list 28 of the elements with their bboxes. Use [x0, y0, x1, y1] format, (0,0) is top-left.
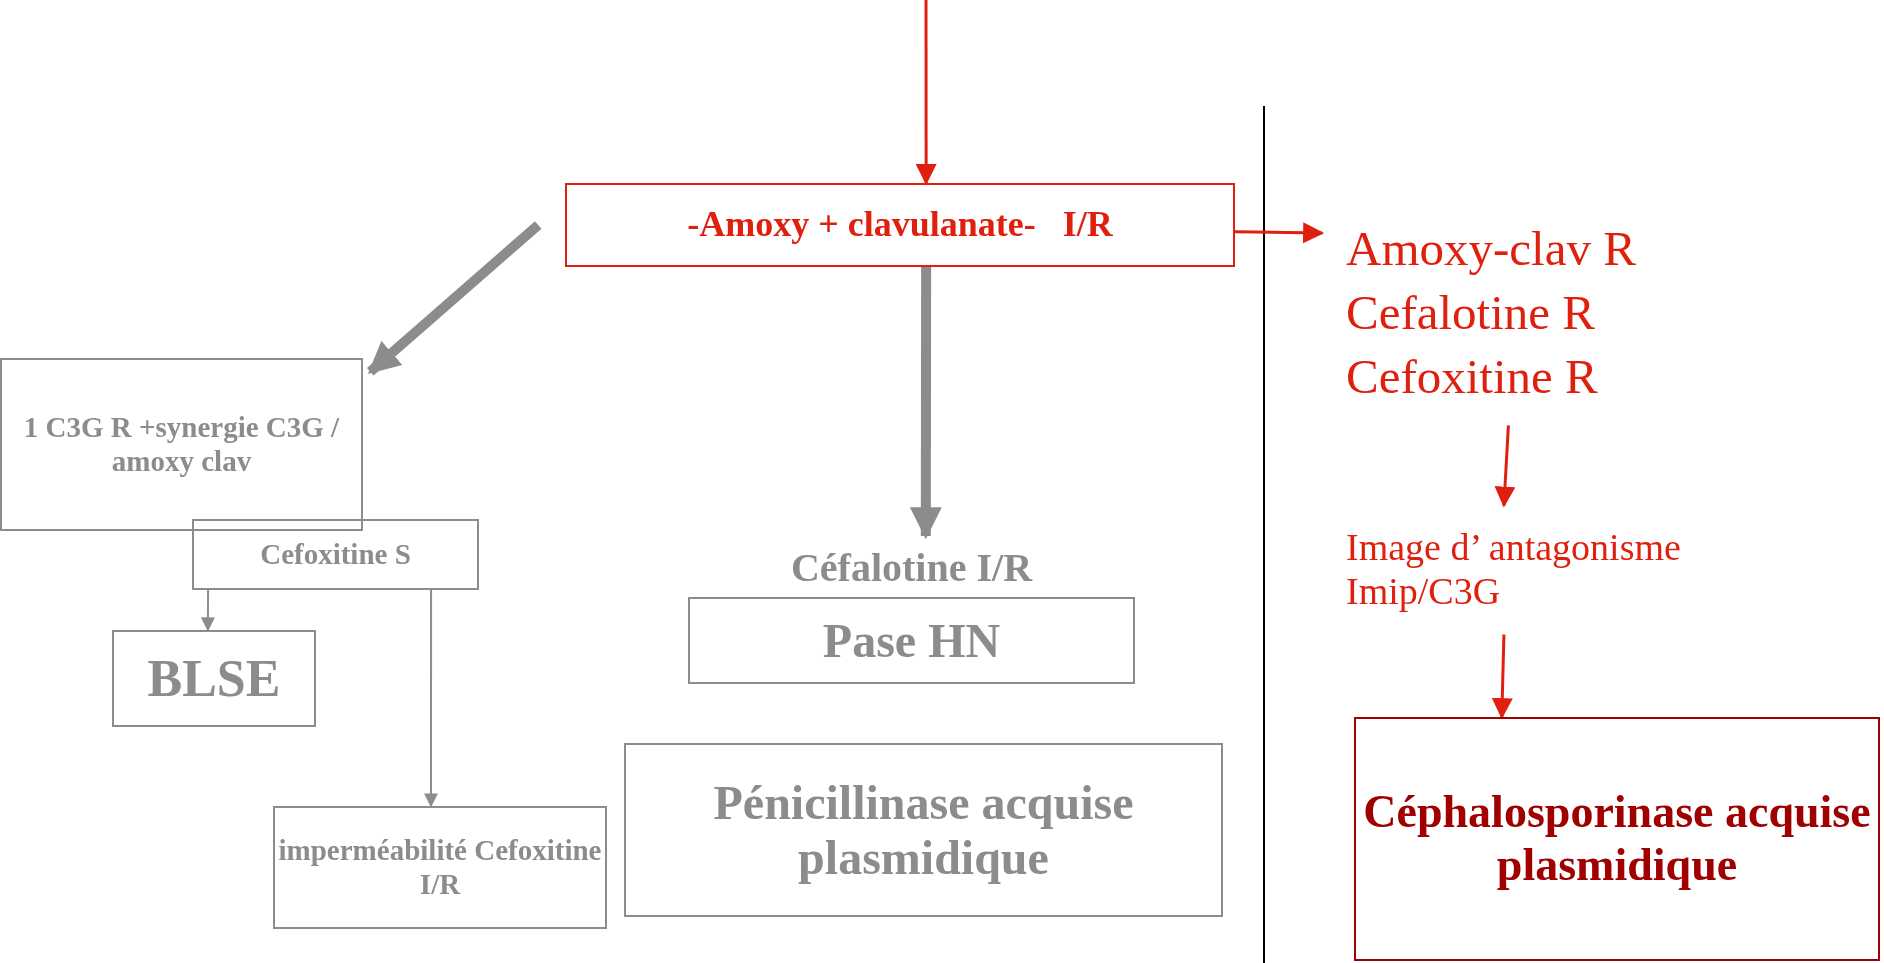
result-box	[112, 630, 316, 727]
node-text: Cefalotine R	[1346, 284, 1596, 343]
node-text: Image d’ antagonisme Imip/C3G	[1346, 526, 1682, 614]
arrow	[909, 267, 942, 540]
result-box	[273, 806, 607, 929]
result-label: Pase HN	[688, 596, 1135, 685]
node-text: Amoxy-clav R	[1346, 220, 1636, 279]
result-box	[1354, 717, 1880, 961]
node-text: imperméabilité Cefoxitine I/R	[277, 834, 603, 901]
heading-text: Céfalotine I/R	[790, 544, 1033, 592]
arrow	[200, 589, 215, 632]
node-text: Pénicillinase acquise plasmidique	[712, 774, 1135, 886]
arrow	[366, 221, 542, 376]
result-box	[624, 743, 1223, 917]
node-text: 1 C3G R +synergie C3G / amoxy clav	[22, 411, 341, 478]
arrow	[424, 589, 438, 808]
process-box	[565, 183, 1235, 267]
node-text: Cefoxitine R	[1346, 347, 1598, 406]
process-box	[0, 358, 363, 531]
node-text: -Amoxy + clavulanate- I/R	[687, 204, 1113, 246]
arrow	[1494, 425, 1516, 508]
arrow	[1234, 222, 1325, 244]
arrow	[1491, 634, 1513, 720]
arrow	[915, 0, 937, 186]
process-box	[192, 519, 479, 590]
node-text: Céphalosporinase acquise plasmidique	[1362, 786, 1872, 892]
node-text: BLSE	[147, 648, 281, 709]
node-text: Cefoxitine S	[260, 537, 411, 572]
